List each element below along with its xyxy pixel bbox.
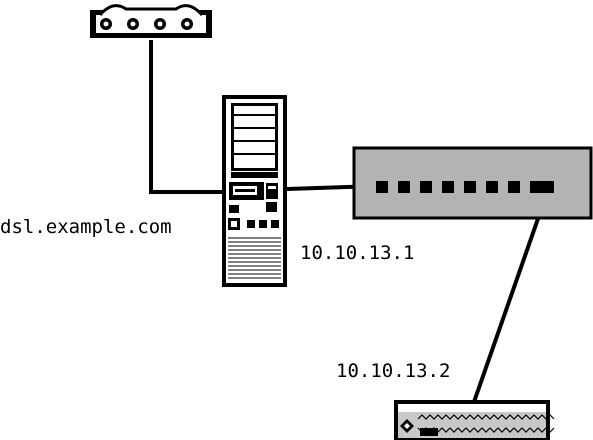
hostname-label: dsl.example.com: [0, 216, 172, 238]
server-ip-label: 10.10.13.1: [300, 242, 415, 264]
link-switch-client: [472, 189, 550, 403]
dsl-modem-icon: [90, 4, 212, 38]
client-ip-label: 10.10.13.2: [336, 360, 451, 382]
link-modem-server: [149, 40, 224, 194]
client-device-icon: [394, 400, 555, 440]
server-tower-icon: [222, 95, 287, 287]
network-switch-icon: [352, 146, 593, 220]
